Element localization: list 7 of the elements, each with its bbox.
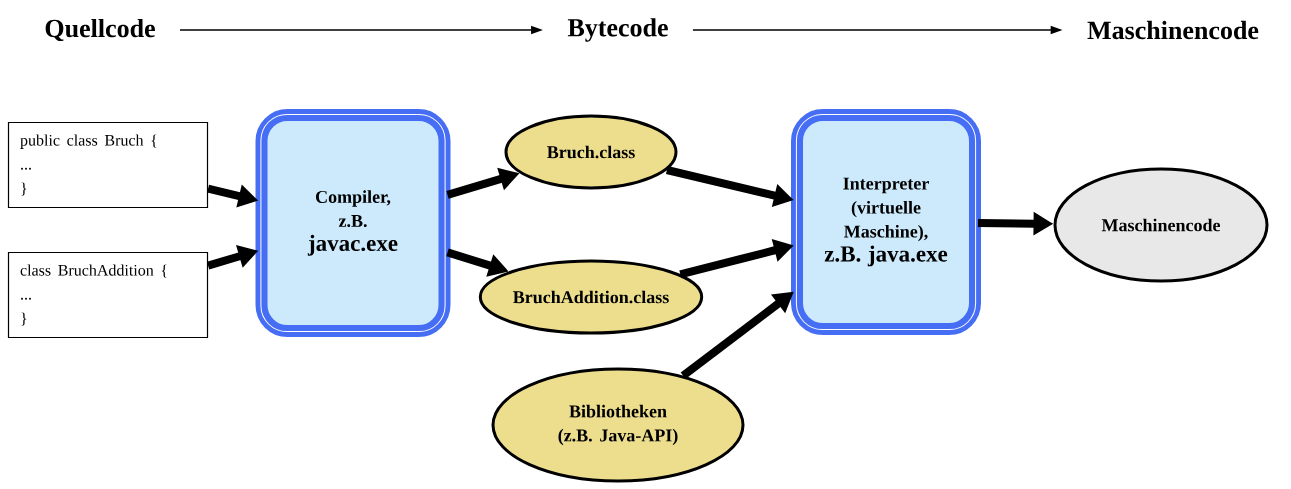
stage-heading: Quellcode xyxy=(45,18,155,42)
stage-heading: Maschinencode xyxy=(1087,20,1259,40)
tool-box: Interpreter (virtuelle Maschine), z.B. java.exe xyxy=(791,109,981,335)
tool-box: Compiler, z.B. javac.exe xyxy=(255,109,451,337)
stage-heading: Bytecode xyxy=(567,18,668,42)
code-box: public class Bruch { ... } xyxy=(7,121,209,209)
code-box: class BruchAddition { ... } xyxy=(7,251,209,339)
